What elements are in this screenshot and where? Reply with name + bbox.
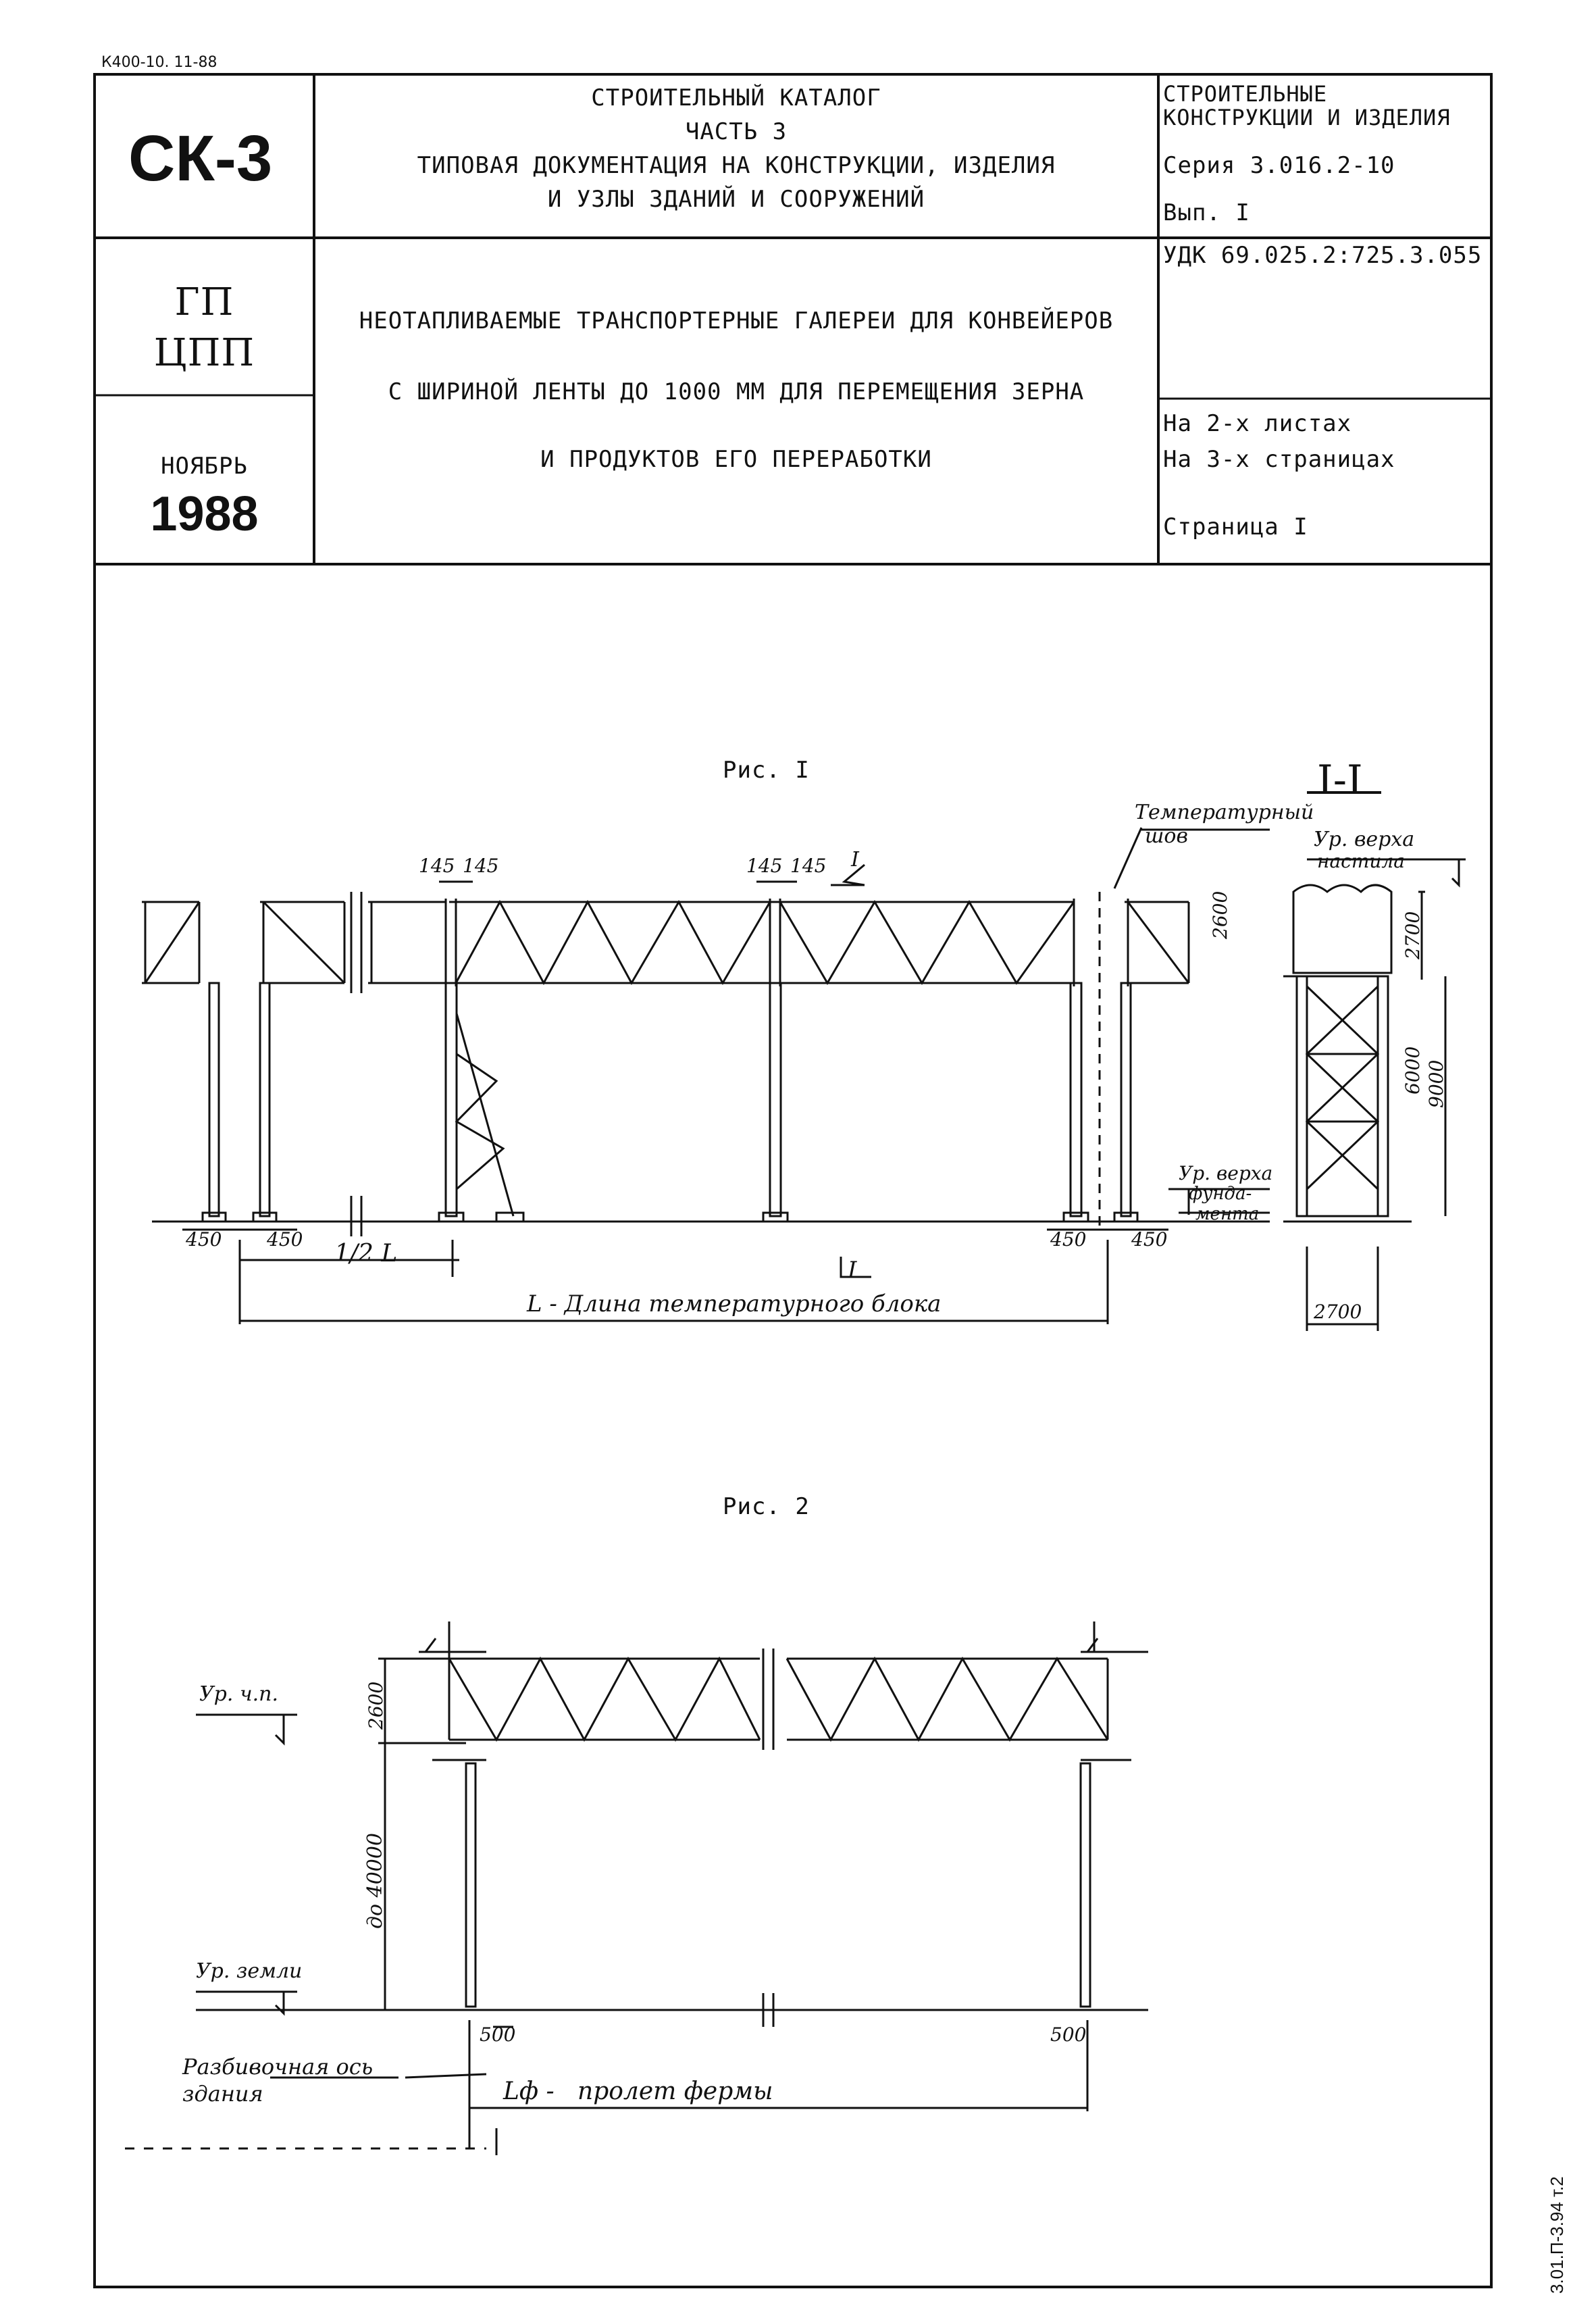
dim-450-c: 450 [1050,1228,1087,1251]
dim-145-d: 145 [790,855,827,877]
catalog-line4: И УЗЛЫ ЗДАНИЙ И СООРУЖЕНИЙ [547,186,925,213]
truss-span: Lф - пролет фермы [503,2078,773,2105]
stamp-year: 1988 [150,487,259,541]
header-code: К400-10. 11-88 [101,54,217,71]
stamp-month: НОЯБРЬ [161,453,248,480]
dim-500-left: 500 [480,2023,516,2046]
dim-145-a: 145 [419,855,455,877]
dim-2700-section: 2700 [1314,1301,1362,1323]
dim-9000: 9000 [1425,1059,1447,1108]
dim-2600-fig2: 2600 [365,1681,387,1730]
udk: УДК 69.025.2:725.3.055 [1163,242,1483,269]
dim-450-b: 450 [267,1228,303,1251]
org-line2: ЦПП [153,331,255,375]
dim-2600: 2600 [1209,890,1231,939]
dim-145-c: 145 [746,855,783,877]
axis-label2: здания [182,2081,263,2107]
pages-count: На 3-х страницах [1163,446,1395,473]
level-ground: Ур. земли [196,1959,303,1983]
stamp-code: СК-3 [128,122,273,195]
dim-450-d: 450 [1131,1228,1168,1251]
sheets-count: На 2-х листах [1163,410,1352,437]
half-length: 1/2 L [334,1240,398,1267]
top-deck-label1: Ур. верха [1314,828,1415,851]
dim-6000: 6000 [1401,1046,1424,1095]
dim-40000: до 40000 [363,1832,387,1929]
top-found-label3: мента [1195,1204,1260,1224]
section-label: I-I [1317,757,1363,804]
series: Серия 3.016.2-10 [1163,152,1395,179]
block-length: L - Длина температурного блока [527,1290,942,1317]
temp-joint-label1: Температурный [1135,801,1314,824]
category-line2: КОНСТРУКЦИИ И ИЗДЕЛИЯ [1163,105,1451,130]
side-code: 3.01.П-3.94 т.2 [1547,2176,1567,2294]
catalog-line3: ТИПОВАЯ ДОКУМЕНТАЦИЯ НА КОНСТРУКЦИИ, ИЗД… [417,152,1056,179]
dim-2700: 2700 [1401,911,1424,959]
title-line3: И ПРОДУКТОВ ЕГО ПЕРЕРАБОТКИ [540,446,932,473]
catalog-line2: ЧАСТЬ 3 [685,118,788,145]
level-floor: Ур. ч.п. [199,1682,279,1706]
dim-500-right: 500 [1050,2023,1087,2046]
top-found-label1: Ур. верха [1179,1162,1273,1184]
catalog-line1: СТРОИТЕЛЬНЫЙ КАТАЛОГ [591,84,881,111]
axis-label1: Разбивочная ось [182,2054,374,2080]
page-number: Страница I [1163,513,1308,540]
dim-145-b: 145 [463,855,499,877]
dim-450-a: 450 [186,1228,222,1251]
top-found-label2: фунда- [1189,1184,1252,1204]
org-line1: ГП [174,280,234,324]
cut-mark-top: I [851,848,859,872]
issue: Вып. I [1163,199,1250,226]
cut-mark-bottom: I [848,1257,857,1284]
fig1-caption: Рис. I [723,757,810,784]
category-line1: СТРОИТЕЛЬНЫЕ [1163,81,1328,107]
title-line1: НЕОТАПЛИВАЕМЫЕ ТРАНСПОРТЕРНЫЕ ГАЛЕРЕИ ДЛ… [359,307,1114,334]
temp-joint-label2: шов [1145,824,1188,848]
fig2-caption: Рис. 2 [723,1493,810,1520]
top-deck-label2: настила [1317,850,1405,872]
title-line2: С ШИРИНОЙ ЛЕНТЫ ДО 1000 ММ ДЛЯ ПЕРЕМЕЩЕН… [388,378,1085,405]
